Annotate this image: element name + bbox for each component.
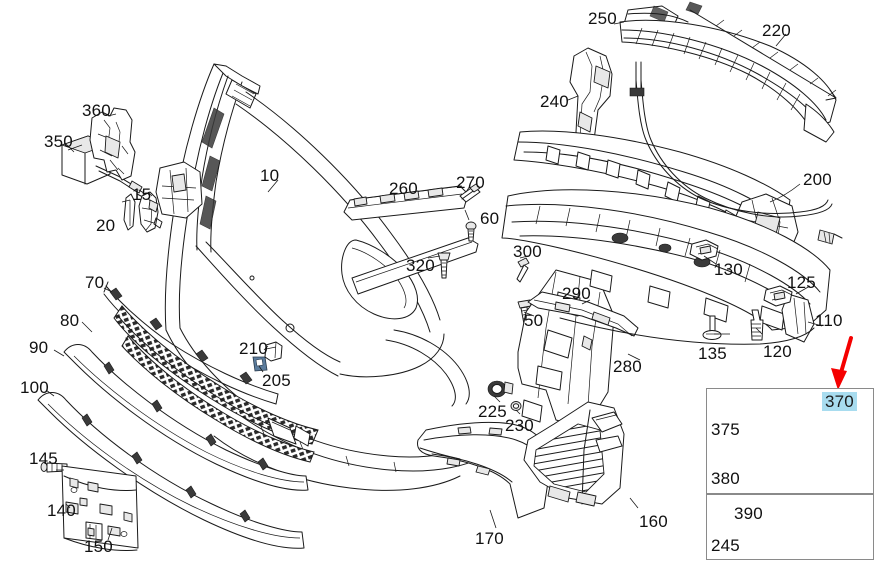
part-240-bracket [569,47,613,147]
leader-lines [45,21,823,545]
part-100-lower-valance [37,392,305,549]
callout-170[interactable]: 170 [475,529,504,548]
callout-230[interactable]: 230 [505,416,534,435]
part-270-clip [459,183,481,203]
callout-70[interactable]: 70 [85,273,105,292]
callout-320[interactable]: 320 [406,256,435,275]
part-10-front-end-structure [155,63,493,491]
callout-290[interactable]: 290 [562,284,591,303]
part-60-bolt [465,221,477,242]
callout-15[interactable]: 15 [132,185,152,204]
callout-375[interactable]: 375 [711,420,740,439]
red-pointer-arrow [831,336,853,390]
callout-130[interactable]: 130 [714,260,743,279]
callout-110[interactable]: 110 [815,311,843,330]
part-210-cap [264,341,283,362]
part-160-air-duct [523,401,625,507]
callout-135[interactable]: 135 [698,344,727,363]
part-360-bracket [89,107,136,181]
part-20-bracket [123,193,136,231]
part-130-clip [689,239,719,261]
part-260-cover-strip [343,185,469,221]
callout-300[interactable]: 300 [513,242,542,261]
part-150-clip [85,521,103,541]
inset-panel-bottom [706,494,874,560]
part-140-license-plate-holder [61,465,139,551]
callout-240[interactable]: 240 [540,92,569,111]
callout-360[interactable]: 360 [82,101,111,120]
part-225-parking-sensor [487,380,514,398]
callout-280[interactable]: 280 [613,357,642,376]
callout-210[interactable]: 210 [239,339,268,358]
callout-220[interactable]: 220 [762,21,791,40]
callout-100[interactable]: 100 [20,378,49,397]
part-230-ring [510,401,522,411]
callout-370-highlighted[interactable]: 370 [822,392,857,411]
callout-140[interactable]: 140 [47,501,76,520]
callout-145[interactable]: 145 [29,449,58,468]
part-170-lower-spoiler [417,421,553,519]
callout-390[interactable]: 390 [734,504,763,523]
part-205-clip [252,356,268,372]
callout-10[interactable]: 10 [260,166,280,185]
part-300-bolt [516,257,530,283]
callout-90[interactable]: 90 [29,338,49,357]
part-125-clip [763,285,793,307]
part-320-screw [437,252,451,279]
callout-380[interactable]: 380 [711,469,740,488]
callout-20[interactable]: 20 [96,216,116,235]
callout-60[interactable]: 60 [480,209,500,228]
undertray-splash-shield [501,189,831,345]
callout-250[interactable]: 250 [588,9,617,28]
part-90-lower-trim [63,344,309,491]
callout-350[interactable]: 350 [44,132,73,151]
callout-80[interactable]: 80 [60,311,80,330]
callout-50[interactable]: 50 [524,311,544,330]
callout-205[interactable]: 205 [262,371,291,390]
part-290-bracket [527,291,639,337]
part-80-mesh-grille [113,305,319,463]
callout-160[interactable]: 160 [639,512,668,531]
callout-245[interactable]: 245 [711,536,740,555]
callout-260[interactable]: 260 [389,179,418,198]
callout-270[interactable]: 270 [456,173,485,192]
callout-125[interactable]: 125 [787,273,816,292]
callout-200[interactable]: 200 [803,170,832,189]
callout-150[interactable]: 150 [84,537,113,556]
part-15-bracket [138,191,163,233]
callout-120[interactable]: 120 [763,342,792,361]
part-220-crash-beam [619,1,837,143]
callout-225[interactable]: 225 [478,402,507,421]
